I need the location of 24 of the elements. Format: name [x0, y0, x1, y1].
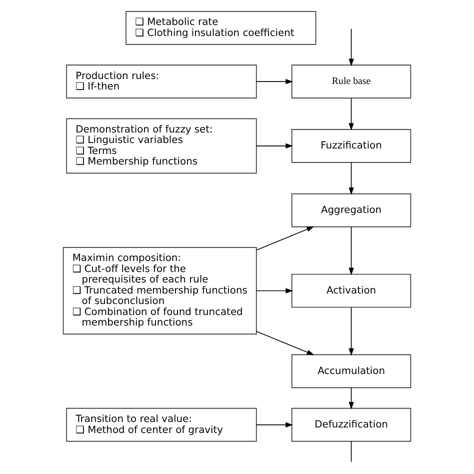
node-box: ❑ Metabolic rate ❑ Clothing insulation coefficient — [126, 11, 316, 45]
arrow — [256, 422, 294, 428]
arrow — [348, 307, 354, 356]
arrow — [256, 288, 294, 294]
arrow — [256, 143, 294, 149]
node-box: Fuzzification — [291, 129, 412, 163]
node-box: Defuzzification — [291, 408, 412, 442]
node-box: Rule base — [291, 64, 412, 98]
node-box: Maximin composition: ❑ Cut-off levels for the prerequisites of each rule ❑ Truncated membership functions of subconclusion ❑ Combination of found truncated membership functions — [62, 247, 257, 334]
arrow — [348, 98, 354, 131]
arrow — [256, 226, 314, 250]
node-box: Transition to real value: ❑ Method of center of gravity — [66, 408, 257, 442]
node-box: Demonstration of fuzzy set: ❑ Linguistic variables ❑ Terms ❑ Membership functions — [66, 118, 257, 174]
arrow — [256, 330, 314, 356]
arrow — [256, 78, 294, 84]
arrow — [348, 388, 354, 410]
node-box: Aggregation — [291, 193, 412, 228]
node-box: Accumulation — [291, 354, 412, 388]
node-box: Activation — [291, 274, 412, 308]
node-box: Production rules: ❑ If-then — [66, 64, 257, 98]
connector — [350, 441, 352, 462]
arrow — [348, 28, 354, 66]
arrow — [348, 162, 354, 195]
arrow — [348, 226, 354, 276]
